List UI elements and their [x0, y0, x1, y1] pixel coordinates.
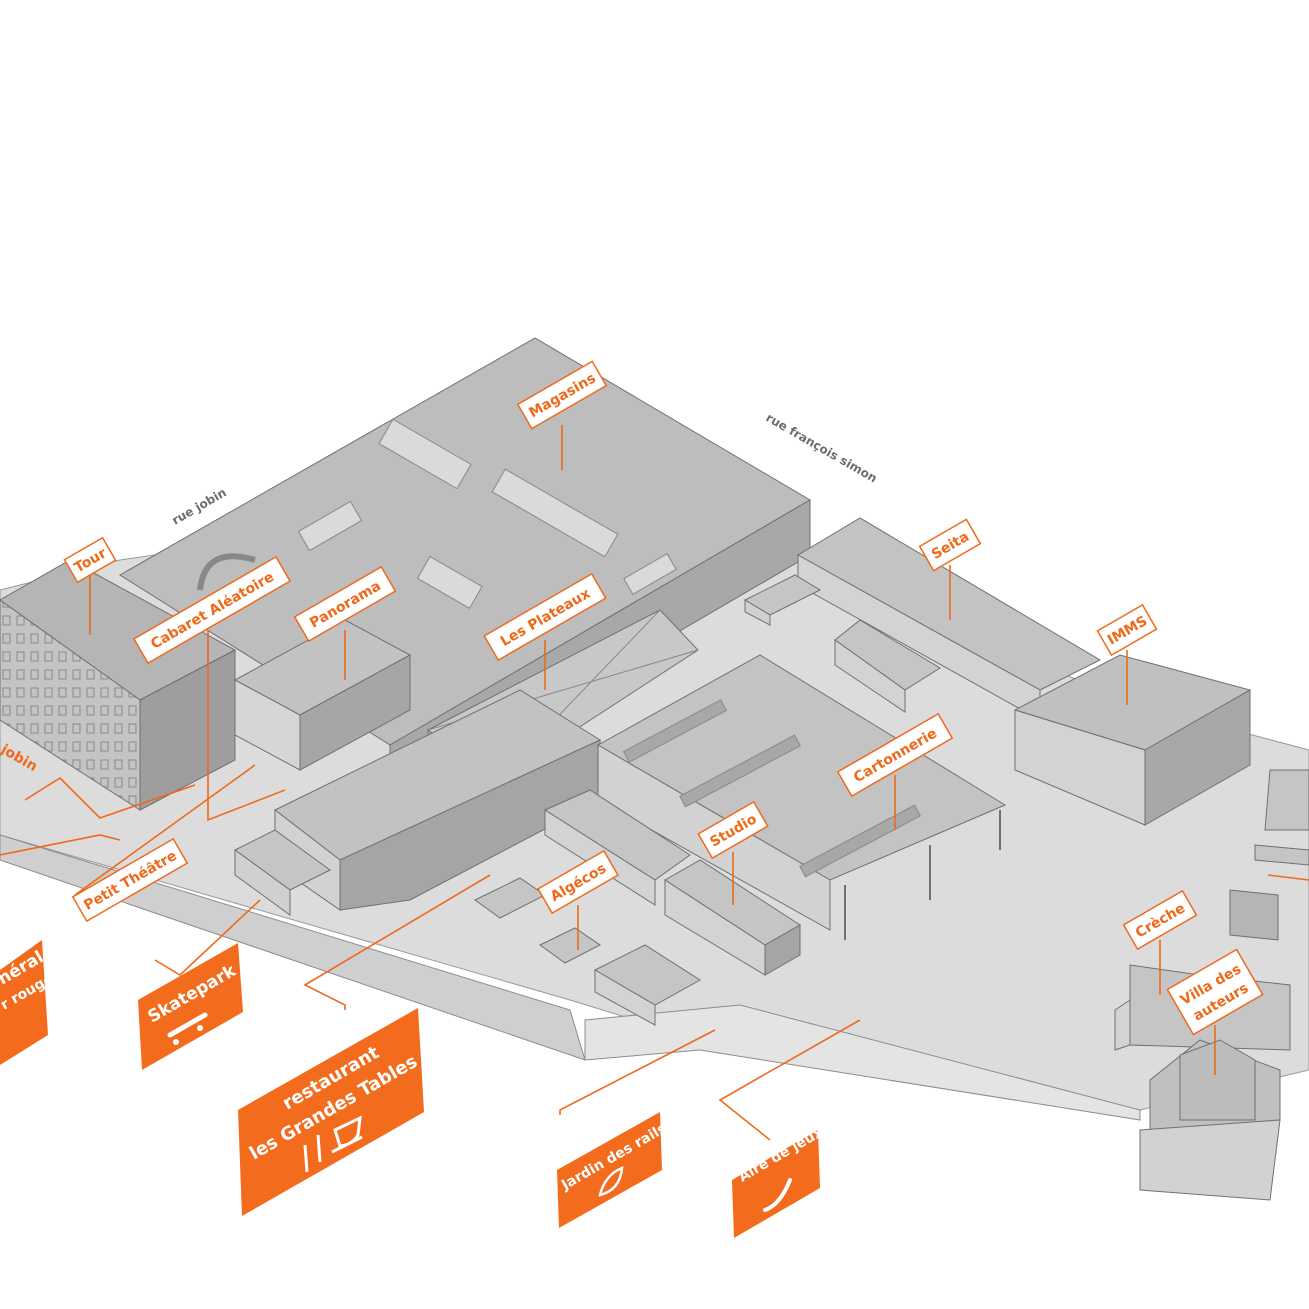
tag-imms[interactable]: IMMS [1096, 603, 1158, 657]
leaf-icon [598, 1166, 624, 1197]
ground-front-edge [584, 1004, 1141, 1121]
building-tour[interactable] [0, 559, 237, 811]
building-right-annex [1229, 769, 1309, 941]
sign-jardin-des-rails[interactable]: Jardin des rails [557, 1112, 669, 1228]
street-rue-francois-simon: rue françois simon [764, 410, 880, 485]
skateboard-icon [167, 1012, 208, 1038]
tag-algecos[interactable]: Algécos [537, 849, 619, 915]
fork-knife-icon [303, 1134, 322, 1173]
sign-aire-de-jeux[interactable]: Aire de jeux [732, 1124, 826, 1238]
building-petit-theatre[interactable] [234, 689, 602, 916]
slide-icon [763, 1178, 792, 1212]
coffee-cup-icon [331, 1115, 363, 1154]
sign-restaurant[interactable]: restaurant les Grandes Tables [238, 1008, 424, 1216]
building-imms[interactable] [1013, 654, 1252, 826]
building-panorama[interactable] [233, 619, 412, 771]
leader-lines [0, 425, 1309, 1141]
tag-tour[interactable]: Tour [63, 536, 117, 584]
building-seita[interactable] [743, 517, 1102, 721]
tag-seita[interactable]: Seita [918, 518, 982, 572]
sign-general[interactable]: néral r rouge [0, 940, 56, 1065]
sign-skatepark[interactable]: Skatepark [138, 943, 243, 1070]
